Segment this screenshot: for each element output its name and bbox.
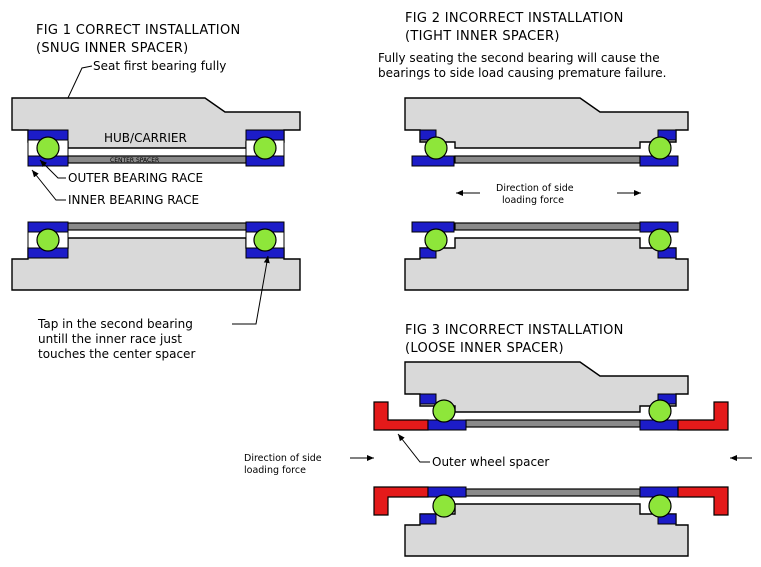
fig1-bottom-assembly bbox=[11, 221, 301, 291]
bearing-ball bbox=[253, 136, 277, 160]
bearing-ball bbox=[648, 494, 672, 518]
tap-note-line3: touches the center spacer bbox=[38, 347, 195, 361]
fig2-top-center-spacer bbox=[454, 155, 641, 164]
fig3-bottom-assembly bbox=[373, 486, 729, 557]
outer-race-leader bbox=[39, 159, 66, 179]
outer-wheel-spacer-right bbox=[677, 486, 729, 516]
fig1-title-line2: (SNUG INNER SPACER) bbox=[36, 41, 188, 56]
bearing-ball bbox=[648, 136, 672, 160]
fig3-top-center-spacer bbox=[465, 419, 641, 428]
fig2-note-line2: bearings to side load causing premature … bbox=[378, 66, 666, 80]
center-spacer-label: CENTER SPACER bbox=[110, 157, 159, 164]
fig2-bottom-assembly bbox=[404, 221, 689, 291]
fig2: FIG 2 INCORRECT INSTALLATION (TIGHT INNE… bbox=[378, 11, 689, 291]
outer-race-label: OUTER BEARING RACE bbox=[68, 171, 203, 185]
bearing-ball bbox=[253, 228, 277, 252]
fig3-bottom-hub bbox=[404, 503, 689, 557]
fig2-note-line1: Fully seating the second bearing will ca… bbox=[378, 51, 660, 65]
tap-note-line2: untill the inner race just bbox=[38, 332, 182, 346]
bearing-ball bbox=[432, 494, 456, 518]
bearing-ball bbox=[648, 399, 672, 423]
fig1: FIG 1 CORRECT INSTALLATION (SNUG INNER S… bbox=[11, 23, 301, 361]
fig2-bottom-hub bbox=[404, 237, 689, 291]
fig1-seat-note: Seat first bearing fully bbox=[93, 59, 226, 73]
outer-race bbox=[419, 393, 437, 405]
fig3-title-line1: FIG 3 INCORRECT INSTALLATION bbox=[405, 323, 624, 338]
tap-note-line1: Tap in the second bearing bbox=[37, 317, 193, 331]
fig3-force-line1: Direction of side bbox=[244, 453, 322, 464]
fig2-force-line2: loading force bbox=[502, 195, 564, 206]
outer-spacer-leader bbox=[397, 433, 430, 463]
hub-label: HUB/CARRIER bbox=[104, 131, 187, 145]
fig3: FIG 3 INCORRECT INSTALLATION (LOOSE INNE… bbox=[244, 323, 752, 557]
fig3-title-line2: (LOOSE INNER SPACER) bbox=[405, 341, 564, 356]
outer-wheel-spacer-left bbox=[373, 486, 429, 516]
fig2-bottom-center-spacer bbox=[454, 222, 641, 231]
bearing-ball bbox=[432, 399, 456, 423]
fig2-title-line2: (TIGHT INNER SPACER) bbox=[405, 29, 560, 44]
inner-race-leader bbox=[31, 169, 66, 201]
fig3-force-line2: loading force bbox=[244, 465, 306, 476]
bearing-ball bbox=[648, 228, 672, 252]
tap-leader bbox=[232, 255, 270, 325]
fig1-top-assembly bbox=[11, 97, 301, 167]
bearing-ball bbox=[424, 136, 448, 160]
inner-race-label: INNER BEARING RACE bbox=[68, 193, 199, 207]
bearing-ball bbox=[36, 136, 60, 160]
outer-wheel-spacer-right bbox=[677, 401, 729, 431]
bearing-ball bbox=[424, 228, 448, 252]
fig1-title-line1: FIG 1 CORRECT INSTALLATION bbox=[36, 23, 241, 38]
outer-race bbox=[419, 513, 437, 525]
outer-wheel-spacer-label: Outer wheel spacer bbox=[432, 455, 549, 469]
fig2-force-line1: Direction of side bbox=[496, 183, 574, 194]
fig3-top-assembly bbox=[373, 361, 729, 431]
fig1-bottom-center-spacer bbox=[67, 222, 247, 231]
bearing-ball bbox=[36, 228, 60, 252]
fig2-title-line1: FIG 2 INCORRECT INSTALLATION bbox=[405, 11, 624, 26]
fig3-bottom-center-spacer bbox=[465, 488, 641, 497]
fig2-top-assembly bbox=[404, 97, 689, 167]
fig2-top-hub bbox=[404, 97, 689, 149]
